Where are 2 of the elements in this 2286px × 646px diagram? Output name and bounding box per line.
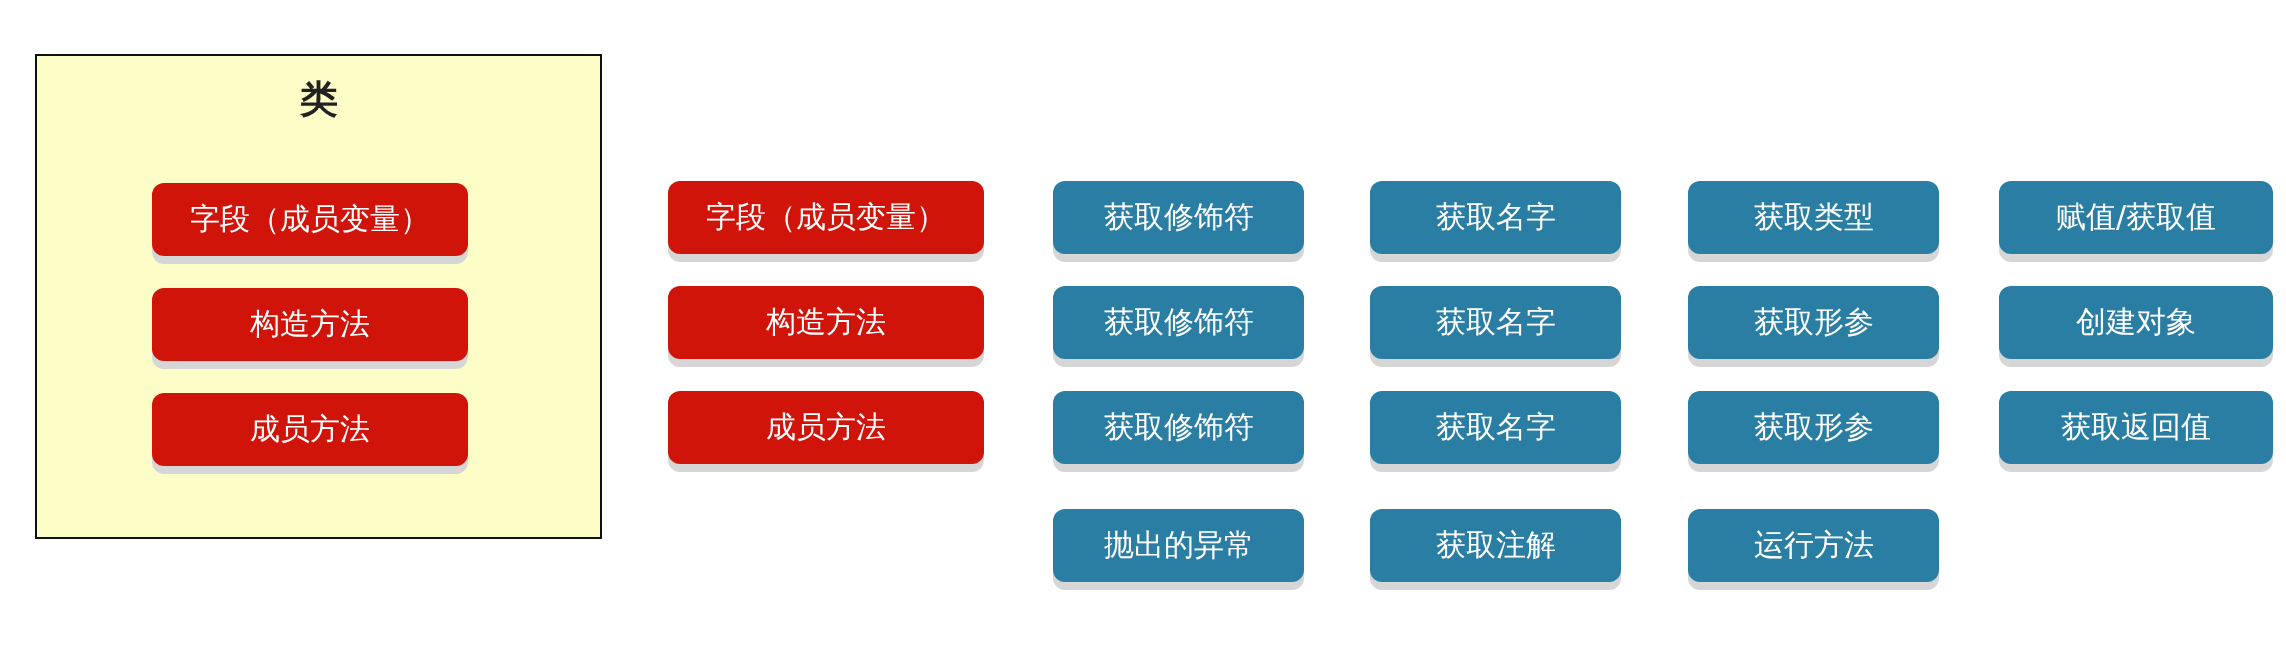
class-panel	[35, 54, 602, 539]
panel-title: 类	[298, 76, 339, 123]
